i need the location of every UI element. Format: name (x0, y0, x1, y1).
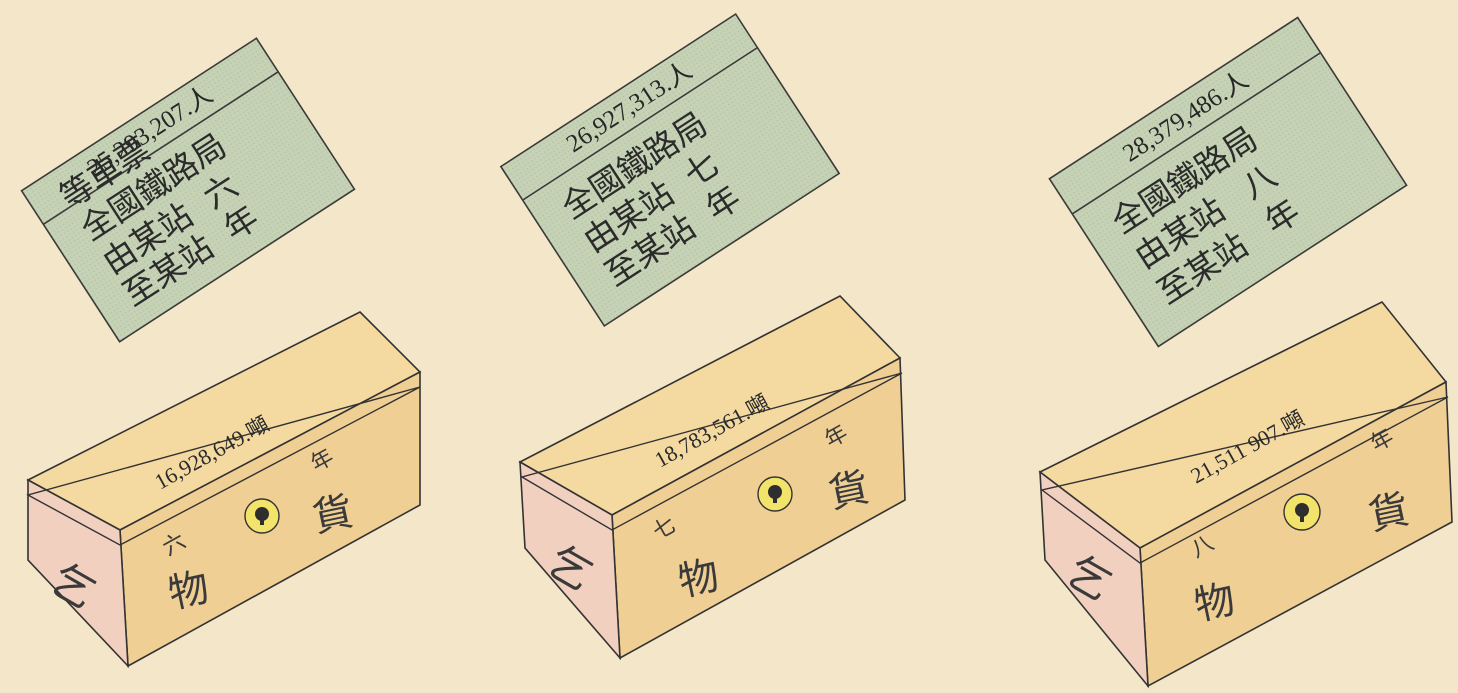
ticket-number-divider (522, 46, 758, 201)
cargo-box-2: 18,783,561.噸 年 七 貨 物 乞 (518, 295, 906, 661)
ticket-3: 28,379,486.人 全國鐵路局 由某站 八 至某站 年 (1048, 16, 1408, 348)
cargo-box-3: 21,511 907.噸 年 八 貨 物 乞 (1038, 300, 1453, 689)
ticket-2: 26,927,313.人 全國鐵路局 由某站 七 至某站 年 (499, 12, 841, 328)
box-lid-edge (520, 372, 903, 531)
panel-2: 26,927,313.人 全國鐵路局 由某站 七 至某站 年 18,783,56… (499, 12, 906, 661)
box-side (1039, 470, 1149, 689)
lock-key (1300, 512, 1304, 522)
ticket-background (1048, 16, 1408, 348)
box-cargo-char-huo: 貨 (309, 488, 358, 541)
ticket-number-divider (42, 71, 279, 225)
lock-core (1295, 503, 1309, 517)
box-lid-edge (1040, 396, 1449, 564)
lock-core (768, 485, 782, 499)
box-side (27, 478, 129, 669)
box-cargo-char-huo: 貨 (1365, 486, 1414, 539)
cargo-box-1: 16,928,649.噸 年 六 貨 物 乞 (26, 311, 422, 669)
panel-3: 28,379,486.人 全國鐵路局 由某站 八 至某站 年 21,511 90… (1038, 16, 1453, 689)
box-cargo-char-wu: 物 (1191, 576, 1240, 629)
ticket-background (499, 12, 841, 328)
box-side (519, 460, 621, 661)
ticket-1: 25,293,207.人 全國鐵路局 由某站 六 至某站 年 等車票 (20, 37, 356, 343)
lock-key (773, 494, 777, 503)
box-cargo-char-wu: 物 (165, 564, 214, 617)
ticket-number-divider (1071, 52, 1321, 215)
lock-core (255, 507, 269, 521)
box-cargo-char-huo: 貨 (825, 464, 874, 517)
lock-key (260, 516, 264, 525)
box-lid-edge (26, 386, 421, 546)
box-cargo-char-wu: 物 (675, 552, 724, 605)
ticket-background (20, 37, 356, 343)
panel-1: 25,293,207.人 全國鐵路局 由某站 六 至某站 年 等車票 16,92… (20, 37, 422, 669)
